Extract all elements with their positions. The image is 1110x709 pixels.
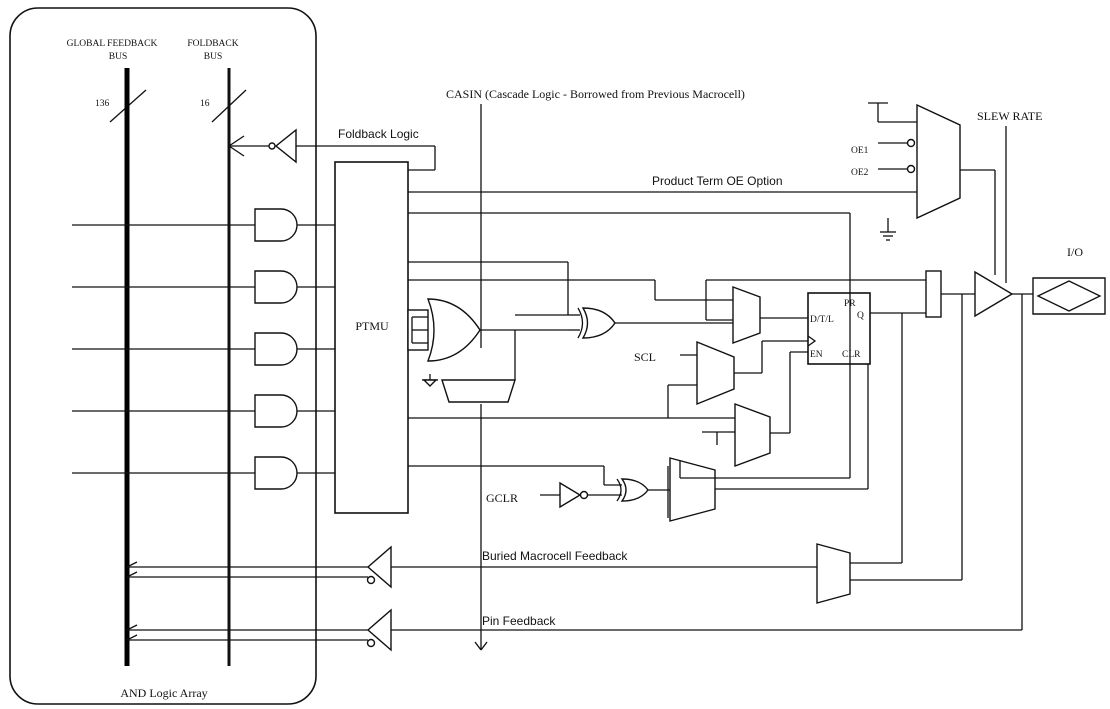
foldback-bus-label-2: BUS <box>204 52 222 62</box>
clear-mux <box>669 457 716 522</box>
gclr-label: GCLR <box>486 491 518 505</box>
ff-q-label: Q <box>857 311 864 321</box>
buried-feedback-mux <box>816 543 851 604</box>
and-gate <box>254 270 298 304</box>
io-pin[interactable] <box>1032 277 1106 315</box>
foldback-bus-label: FOLDBACK <box>187 39 238 49</box>
clock-mux <box>696 340 735 406</box>
oe2-label: OE2 <box>851 168 869 178</box>
and-gate <box>254 456 298 490</box>
global-bus-width: 136 <box>95 99 110 109</box>
scl-label: SCL <box>634 350 656 364</box>
pin-feedback-label: Pin Feedback <box>482 614 556 628</box>
foldback-bus-width: 16 <box>200 99 210 109</box>
register-mux <box>732 285 761 345</box>
and-gate <box>254 394 298 428</box>
foldback-logic-label: Foldback Logic <box>338 127 419 141</box>
product-term-oe-label: Product Term OE Option <box>652 174 783 188</box>
ff-pr-label: PR <box>844 299 856 309</box>
ptmu-label: PTMU <box>355 319 389 333</box>
output-select-block <box>925 270 942 318</box>
buried-feedback-label: Buried Macrocell Feedback <box>482 549 628 563</box>
and-array-label: AND Logic Array <box>120 686 207 700</box>
casin-label: CASIN (Cascade Logic - Borrowed from Pre… <box>446 87 745 101</box>
global-feedback-bus-label: GLOBAL FEEDBACK <box>67 39 158 49</box>
clr-or-gate <box>620 478 649 502</box>
ptmu-block <box>334 161 409 514</box>
and-gate <box>254 208 298 242</box>
oe-mux <box>916 103 961 220</box>
oe1-label: OE1 <box>851 146 869 156</box>
cascade-mux <box>441 379 516 403</box>
global-feedback-bus-label-2: BUS <box>109 52 127 62</box>
and-logic-array-frame <box>9 7 317 705</box>
flip-flop <box>807 292 871 365</box>
io-label: I/O <box>1067 245 1083 259</box>
ff-clr-label: CLR <box>842 350 861 360</box>
ff-en-label: EN <box>810 350 823 360</box>
pin-feedback-buffer <box>366 608 392 652</box>
slew-rate-label: SLEW RATE <box>977 109 1042 123</box>
ff-d-label: D/T/L <box>810 315 834 325</box>
enable-mux <box>734 402 771 468</box>
xor-gate <box>581 307 616 339</box>
gclr-inverter <box>559 481 582 509</box>
and-gate <box>254 332 298 366</box>
foldback-buffer <box>274 128 297 164</box>
buried-feedback-buffer <box>366 545 392 589</box>
or-gate <box>426 298 481 362</box>
